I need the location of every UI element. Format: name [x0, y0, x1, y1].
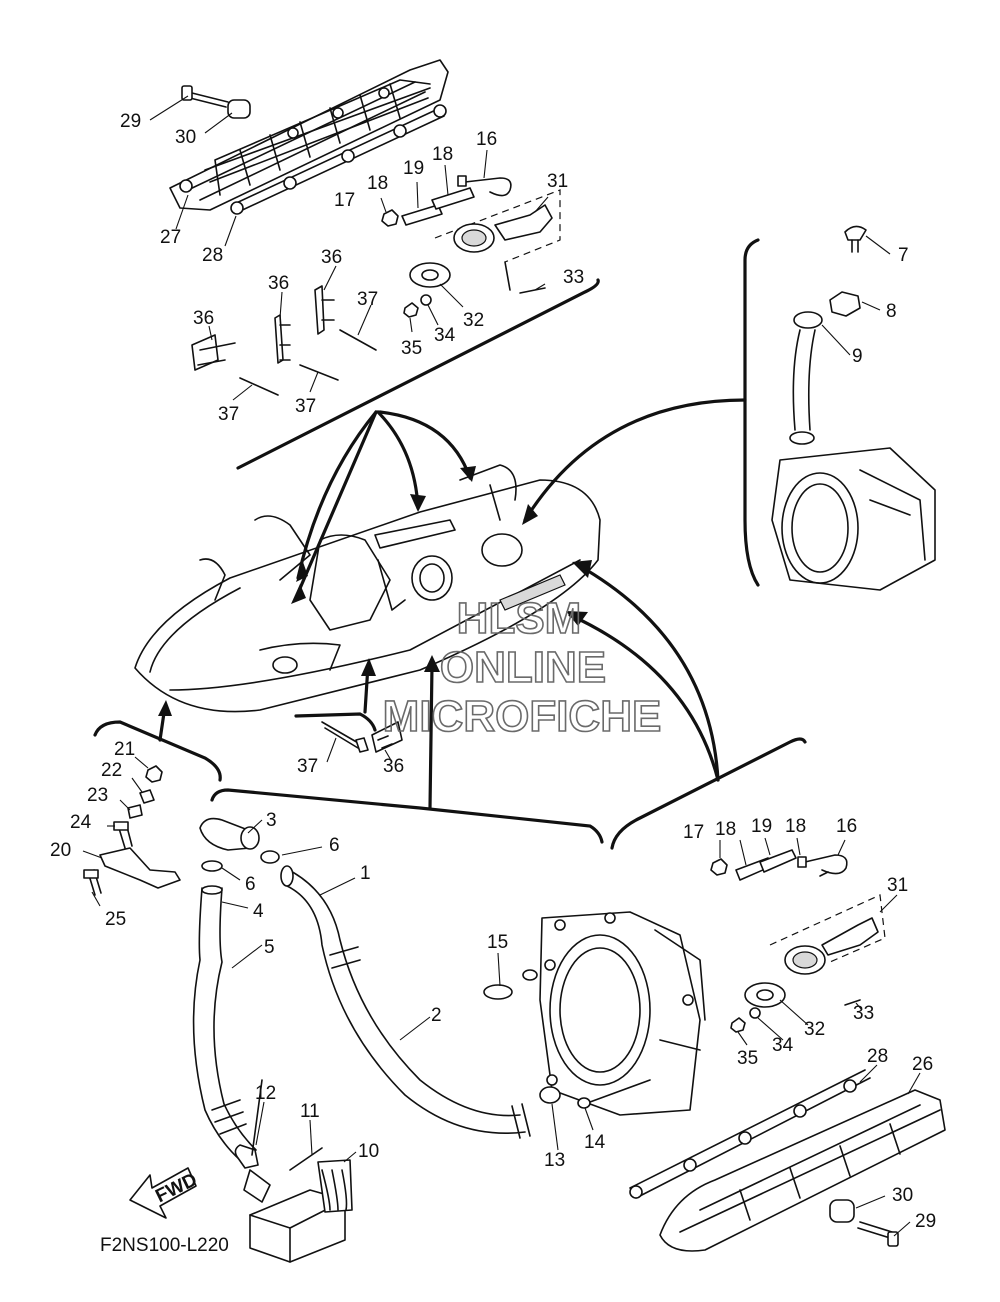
callout-1: 1: [360, 863, 371, 884]
jet-nozzle-assembly: [771, 225, 936, 591]
right-group-bracket: [743, 238, 760, 587]
callout-31: 31: [547, 171, 568, 192]
callout-36: 36: [193, 308, 214, 329]
callout-34: 34: [772, 1035, 794, 1056]
top-group-bracket: [236, 278, 600, 470]
callout-24: 24: [70, 812, 92, 833]
forward-direction-arrow: FWD: [129, 1167, 200, 1219]
watermark-line2: ONLINE: [440, 643, 606, 692]
callout-28: 28: [202, 245, 223, 266]
callout-31: 31: [887, 875, 908, 896]
component-box-assembly: [234, 1079, 357, 1263]
callout-35: 35: [401, 338, 422, 359]
top-grab-rail-assembly: [149, 59, 449, 247]
callout-2: 2: [431, 1005, 442, 1026]
callout-6: 6: [329, 835, 340, 856]
callout-26: 26: [912, 1054, 933, 1075]
callout-30: 30: [175, 127, 196, 148]
hose-assembly: [192, 817, 531, 1161]
callout-36: 36: [321, 247, 342, 268]
callout-22: 22: [101, 760, 122, 781]
callout-30: 30: [892, 1185, 913, 1206]
callout-17: 17: [334, 190, 355, 211]
callout-17: 17: [683, 822, 704, 843]
callout-10: 10: [358, 1141, 379, 1162]
callout-6: 6: [245, 874, 256, 895]
callout-29: 29: [915, 1211, 936, 1232]
callout-37: 37: [218, 404, 239, 425]
callout-14: 14: [584, 1132, 606, 1153]
bottom-latch-assembly: [710, 837, 898, 1046]
callout-18: 18: [715, 819, 736, 840]
callout-27: 27: [160, 227, 181, 248]
bracket-assembly-left: [82, 756, 181, 907]
callout-32: 32: [804, 1019, 825, 1040]
callout-16: 16: [476, 129, 497, 150]
callout-labels: 29 30 27 28 16 18 19 18 17 31 33 32 34 3…: [50, 111, 936, 1232]
callout-19: 19: [403, 158, 424, 179]
hull-body: [134, 464, 601, 713]
callout-37: 37: [357, 289, 378, 310]
callout-9: 9: [852, 346, 863, 367]
callout-18: 18: [367, 173, 388, 194]
top-latch-assembly: [403, 189, 561, 333]
top-leader-arrows: [291, 398, 747, 604]
callout-20: 20: [50, 840, 71, 861]
top-fastener-group: [380, 149, 512, 227]
bottom-grab-rail-assembly: [629, 1064, 946, 1252]
callout-35: 35: [737, 1048, 758, 1069]
callout-37: 37: [297, 756, 318, 777]
callout-18: 18: [432, 144, 453, 165]
callout-18: 18: [785, 816, 806, 837]
callout-4: 4: [253, 901, 264, 922]
callout-36: 36: [268, 273, 289, 294]
callout-19: 19: [751, 816, 772, 837]
callout-3: 3: [266, 810, 277, 831]
callout-11: 11: [300, 1101, 320, 1122]
drawing-code: F2NS100-L220: [100, 1235, 229, 1256]
callout-32: 32: [463, 310, 484, 331]
callout-25: 25: [105, 909, 126, 930]
callout-13: 13: [544, 1150, 565, 1171]
watermark-line1: HLSM: [457, 594, 582, 643]
callout-29: 29: [120, 111, 141, 132]
watermark-line3: MICROFICHE: [383, 692, 662, 741]
watermark: HLSM ONLINE MICROFICHE: [382, 593, 662, 742]
callout-12: 12: [255, 1083, 276, 1104]
bottom-group-brackets: [93, 560, 807, 850]
callout-36: 36: [383, 756, 404, 777]
callout-23: 23: [87, 785, 108, 806]
pump-housing: [483, 911, 706, 1151]
callout-8: 8: [886, 301, 897, 322]
callout-16: 16: [836, 816, 857, 837]
callout-37: 37: [295, 396, 316, 417]
callout-33: 33: [563, 267, 584, 288]
top-pin-group: [191, 265, 377, 401]
callout-5: 5: [264, 937, 275, 958]
callout-15: 15: [487, 932, 508, 953]
bottom-pin-group: [321, 721, 403, 763]
callout-21: 21: [114, 739, 135, 760]
callout-34: 34: [434, 325, 456, 346]
callout-28: 28: [867, 1046, 888, 1067]
callout-33: 33: [853, 1003, 874, 1024]
callout-7: 7: [898, 245, 909, 266]
